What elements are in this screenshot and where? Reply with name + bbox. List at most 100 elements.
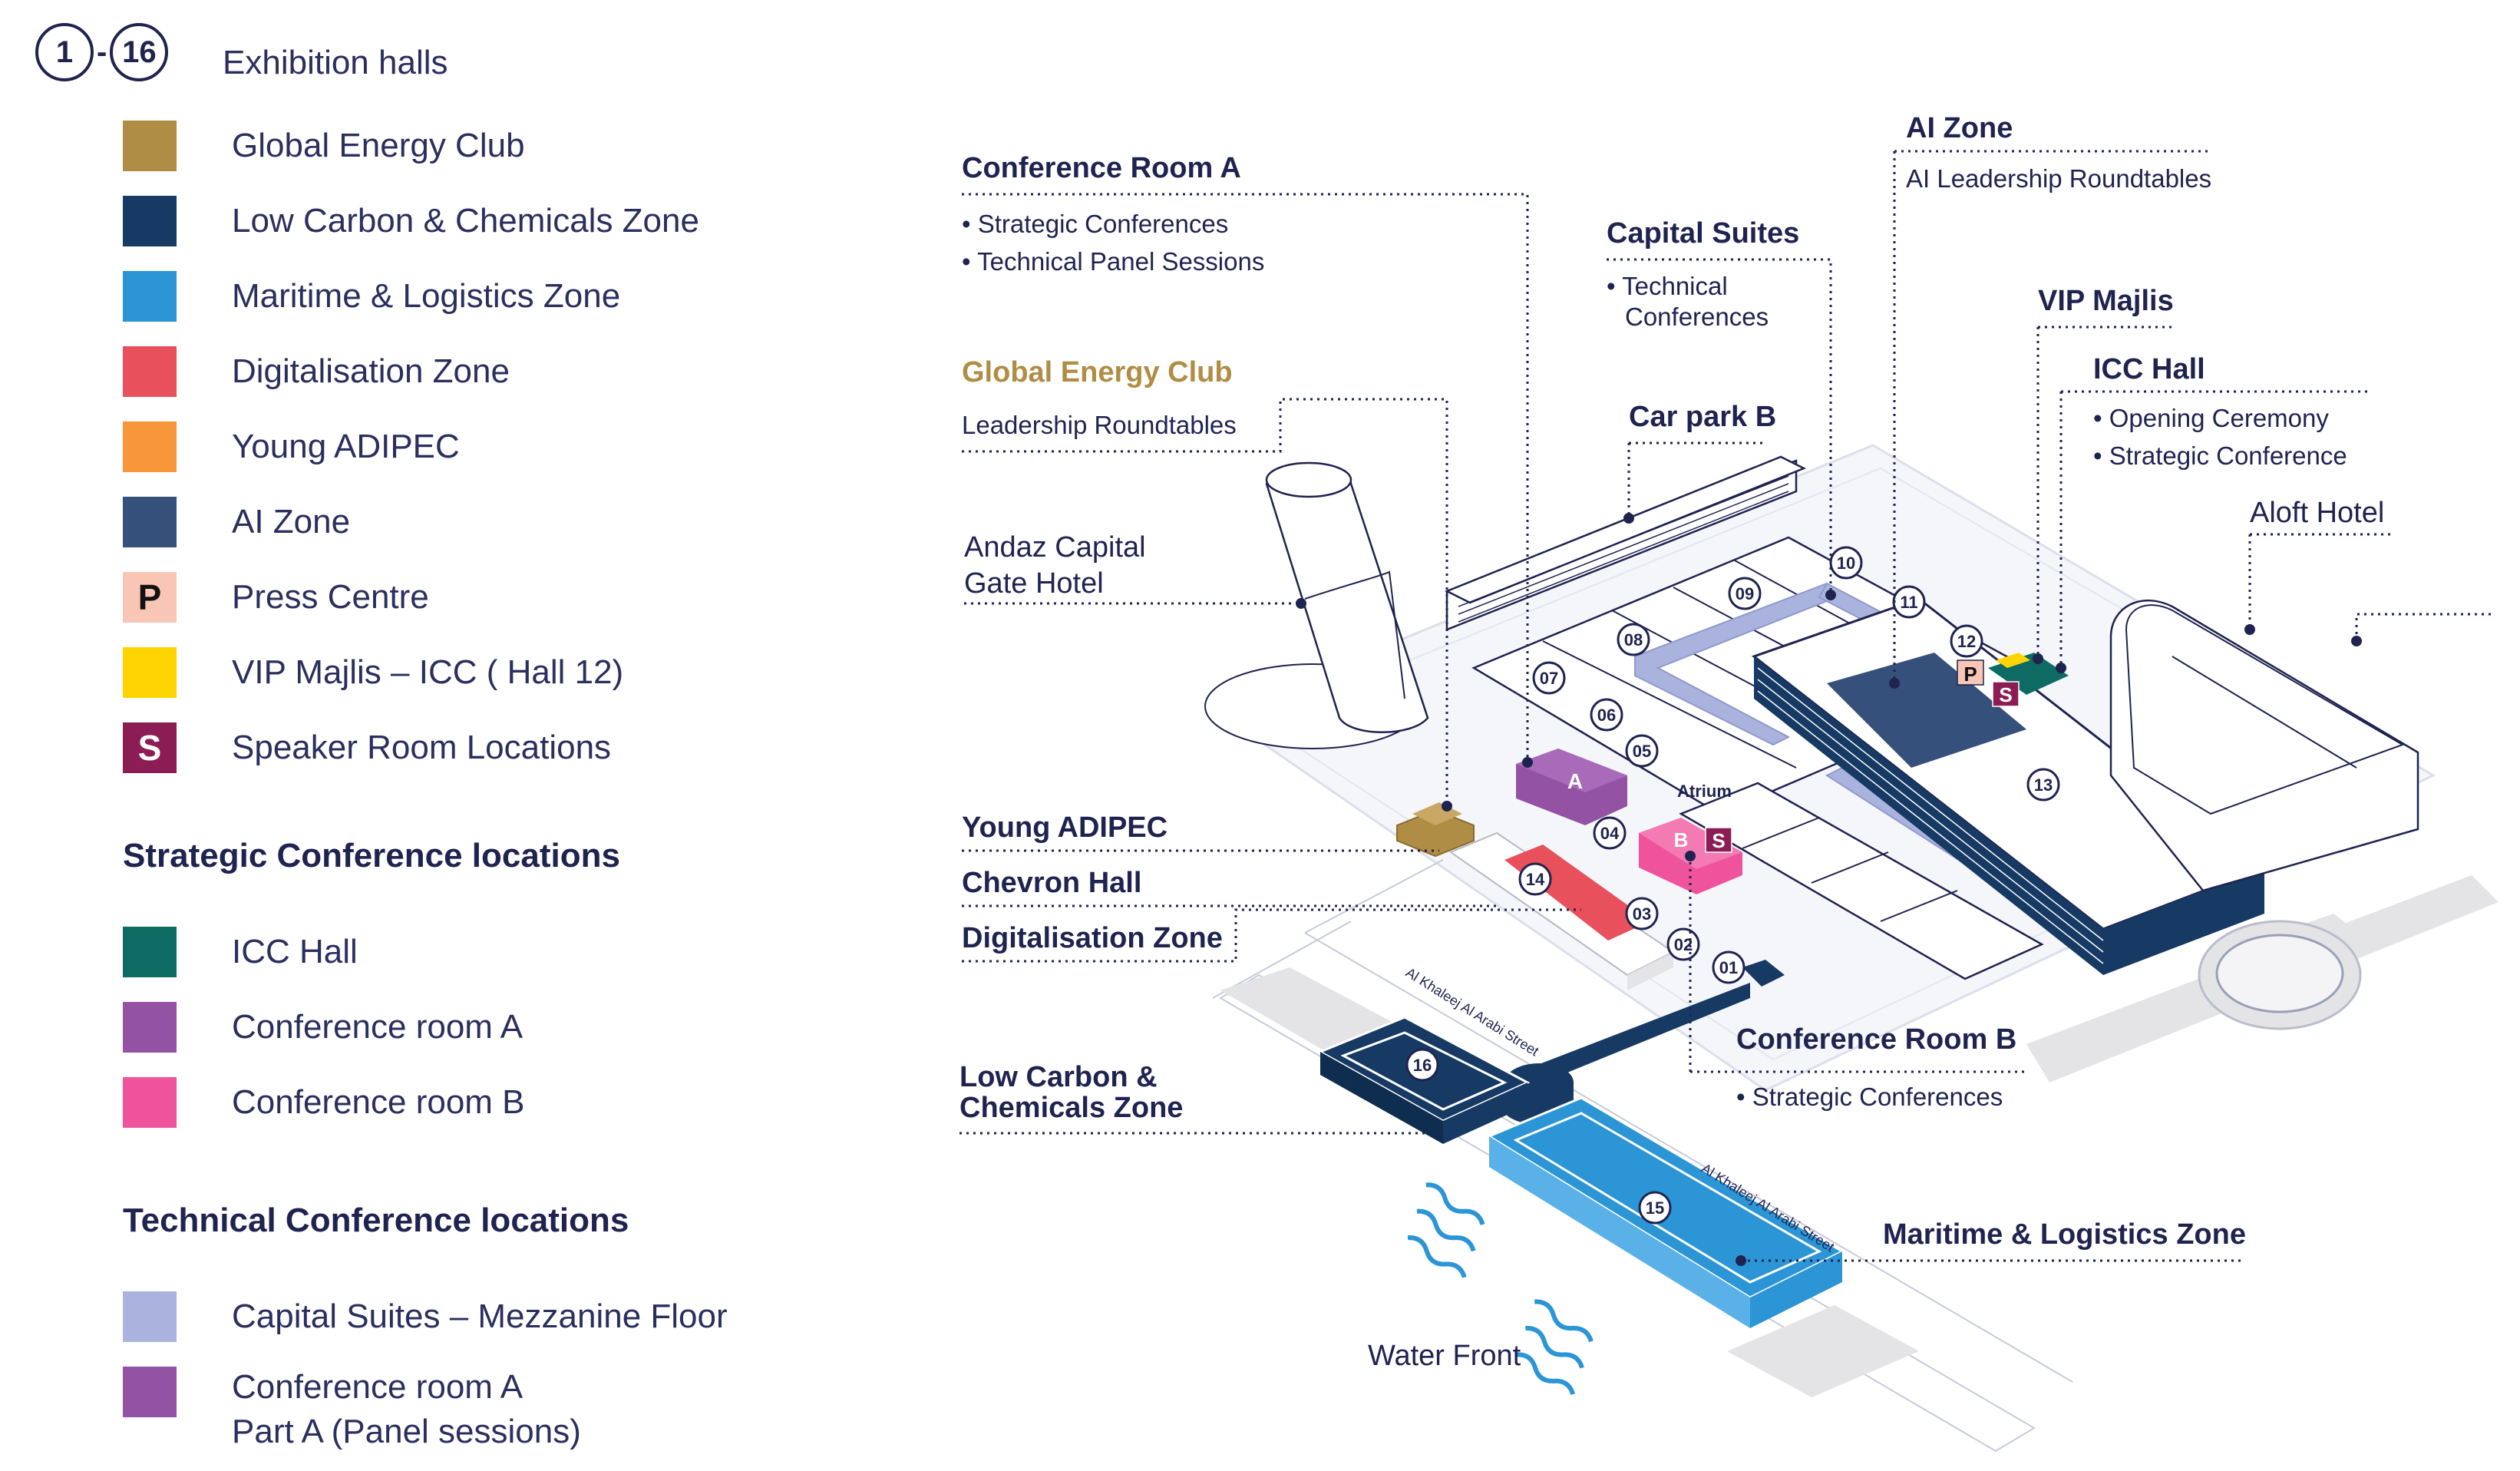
legend-swatch [123, 1002, 177, 1053]
legend-row-speaker-rooms: S Speaker Room Locations [123, 722, 611, 773]
icc-building-side [2103, 868, 2264, 975]
atrium-label: Atrium [1677, 782, 1732, 801]
legend-swatch [123, 346, 177, 397]
hall-marker-12[interactable] [1950, 624, 1983, 658]
hall-number: 01 [1719, 958, 1738, 977]
legend-label: Low Carbon & Chemicals Zone [232, 202, 699, 240]
callout-car-park-b-title: Car park B [1629, 401, 1776, 433]
roundabout-centre [2215, 934, 2344, 1013]
legend-row-exhibition-halls: Exhibition halls [123, 41, 448, 85]
callout-capital-suites-line-1: • Technical [1607, 272, 1728, 300]
callout-capital-suites-title: Capital Suites [1607, 217, 1799, 250]
callout-digitalisation-title: Digitalisation Zone [962, 922, 1223, 954]
chevron-hall-side [1627, 952, 1673, 990]
leader-dot [2351, 636, 2362, 646]
hall-marker-06[interactable] [1590, 698, 1623, 732]
legend-row-conference-room-b: Conference room B [123, 1077, 525, 1128]
callout-conference-room-a-line: • Technical Panel Sessions [962, 247, 1264, 276]
andaz-tower-fold [1304, 570, 1405, 699]
legend-row-low-carbon: Low Carbon & Chemicals Zone [123, 196, 699, 246]
hall-number: 14 [1526, 870, 1545, 889]
legend-row-digitalisation: Digitalisation Zone [123, 346, 510, 397]
leader-dot [1522, 757, 1533, 768]
hall-marker-01[interactable] [1712, 950, 1746, 984]
callout-conference-room-a-title: Conference Room A [962, 152, 1241, 184]
hall-15-roof-inner [1513, 1112, 1822, 1284]
legend-label: Digitalisation Zone [232, 352, 510, 390]
legend-label: Press Centre [232, 578, 429, 616]
legend-row-global-energy-club: Global Energy Club [123, 121, 525, 171]
legend-label: Young ADIPEC [232, 428, 460, 465]
hall-marker-04[interactable] [1593, 816, 1627, 850]
leader-dot [2056, 663, 2066, 673]
speaker-room-marker-b [1705, 827, 1732, 853]
car-park-b-stripes [1458, 475, 1789, 623]
hall-number: 13 [2034, 775, 2053, 795]
callout-capital-suites-line-2: Conferences [1625, 302, 1769, 331]
hall-marker-16[interactable] [1405, 1048, 1439, 1082]
speaker-room-marker-icc [1992, 681, 2020, 707]
leader-conference-room-a [962, 193, 1529, 762]
hall-number: 16 [1413, 1056, 1432, 1075]
callout-conference-room-b-title: Conference Room B [1736, 1023, 2016, 1056]
legend-label: Conference room A [232, 1008, 523, 1046]
callout-ai-zone-sub: AI Leadership Roundtables [1906, 164, 2211, 193]
legend-label: Speaker Room Locations [232, 729, 612, 766]
legend-panel: 1 - 16 Exhibition halls Global Energy Cl… [0, 0, 844, 1471]
legend-row-maritime: Maritime & Logistics Zone [123, 271, 620, 322]
water-waves-2 [1516, 1299, 1594, 1396]
callout-global-energy-club-title: Global Energy Club [962, 356, 1233, 388]
legend-label: Conference room B [232, 1083, 525, 1121]
legend-swatch [123, 196, 177, 246]
hall-range-dash: - [97, 35, 107, 69]
legend-swatch [123, 1367, 177, 1417]
legend-row-young-adipec: Young ADIPEC [123, 421, 460, 472]
leader-dot [1685, 851, 1696, 861]
andaz-tower-top [1265, 461, 1352, 498]
hall-marker-13[interactable] [2026, 768, 2060, 802]
leader-vip-majlis [2036, 326, 2172, 659]
hall-marker-07[interactable] [1532, 661, 1566, 695]
hall-number: 06 [1597, 706, 1616, 725]
legend-label: VIP Majlis – ICC ( Hall 12) [232, 653, 624, 691]
leader-ai-zone [1893, 150, 2209, 683]
legend-label: AI Zone [232, 503, 351, 540]
hall-number: 10 [1837, 554, 1855, 573]
hall-marker-03[interactable] [1625, 897, 1659, 931]
conference-room-a-letter: A [1567, 769, 1583, 793]
leader-aloft-hotel-right [2355, 613, 2495, 641]
hall-last-number: 16 [110, 23, 169, 81]
conference-room-b-roof [1639, 818, 1742, 869]
callout-conference-room-b-line: • Strategic Conferences [1736, 1083, 2003, 1111]
hall-number: 02 [1674, 935, 1693, 954]
callout-icc-hall-title: ICC Hall [2093, 353, 2205, 385]
hall-marker-14[interactable] [1518, 862, 1552, 896]
hall-number: 03 [1633, 904, 1651, 924]
legend-row-conference-room-a: Conference room A [123, 1002, 523, 1053]
leader-dot [2033, 653, 2043, 664]
legend-swatch [123, 421, 177, 472]
hall-marker-08[interactable] [1617, 623, 1650, 656]
leader-conference-room-b [1689, 856, 2026, 1073]
legend-swatch: S [123, 722, 177, 773]
hall-first-number: 1 [35, 23, 94, 81]
legend-swatch [123, 927, 177, 977]
hall-number: 11 [1900, 593, 1917, 612]
legend-swatch: P [123, 572, 177, 623]
hall-marker-15[interactable] [1638, 1191, 1672, 1225]
callout-chevron-hall-title: Chevron Hall [962, 867, 1141, 899]
callout-young-adipec-title: Young ADIPEC [962, 812, 1168, 844]
aloft-hotel-roof [2125, 604, 2405, 815]
callout-maritime-title: Maritime & Logistics Zone [1883, 1218, 2246, 1251]
hall-16-side [1443, 1083, 1528, 1144]
hall-number: 05 [1633, 742, 1651, 761]
callout-low-carbon-line-1: Low Carbon & [959, 1061, 1158, 1093]
hall-marker-09[interactable] [1728, 577, 1762, 610]
legend-label: Global Energy Club [232, 127, 525, 164]
leader-digitalisation [962, 908, 1581, 963]
hall-markers: 01 02 03 04 05 06 07 08 09 10 11 12 13 1… [1405, 546, 2060, 1225]
ai-zone-area [1827, 653, 2026, 768]
road-pad [1727, 1305, 1919, 1397]
hall-marker-05[interactable] [1625, 734, 1659, 768]
callout-icc-hall-line: • Opening Ceremony [2093, 404, 2329, 432]
